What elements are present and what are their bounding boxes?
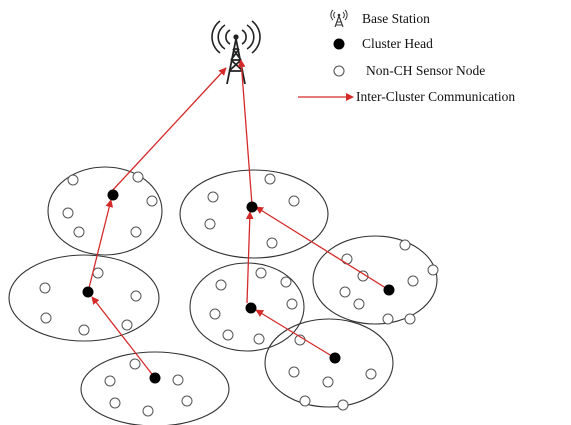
inter-cluster-link	[245, 211, 254, 304]
inter-cluster-legend-arrow-icon	[296, 87, 356, 107]
cluster-head	[149, 372, 161, 384]
cluster-boundary	[312, 235, 438, 325]
inter-cluster-link	[91, 296, 156, 379]
non-ch-sensor-node	[172, 374, 184, 386]
non-ch-sensor-node	[407, 275, 419, 287]
cluster-head	[383, 284, 395, 296]
cluster-boundary	[80, 351, 230, 425]
non-ch-sensor-node	[109, 397, 121, 409]
non-ch-sensor-node	[322, 376, 334, 388]
cluster-boundary	[264, 318, 394, 408]
legend-row-non-ch-node: Non-CH Sensor Node	[326, 58, 566, 83]
non-ch-node-legend-icon	[329, 61, 349, 81]
non-ch-sensor-node	[130, 226, 142, 238]
non-ch-sensor-node	[132, 171, 144, 183]
non-ch-sensor-node	[288, 366, 300, 378]
non-ch-sensor-node	[142, 405, 154, 417]
non-ch-sensor-node	[427, 264, 439, 276]
non-ch-sensor-node	[130, 290, 142, 302]
non-ch-sensor-node	[382, 313, 394, 325]
non-ch-sensor-node	[341, 253, 353, 265]
legend-cluster-head-label: Cluster Head	[362, 35, 433, 51]
non-ch-sensor-node	[299, 395, 311, 407]
cluster-boundary	[179, 169, 329, 259]
non-ch-sensor-node	[204, 218, 216, 230]
cluster	[264, 318, 394, 411]
non-ch-sensor-node	[209, 308, 221, 320]
non-ch-sensor-node	[129, 358, 141, 370]
non-ch-sensor-node	[353, 298, 365, 310]
non-ch-sensor-node	[404, 313, 416, 325]
cluster-head	[329, 352, 341, 364]
non-ch-sensor-node	[399, 239, 411, 251]
base-station-legend-icon	[329, 7, 349, 29]
legend-row-base-station: Base Station	[326, 6, 566, 31]
cluster-head	[246, 201, 258, 213]
inter-cluster-link	[110, 67, 227, 193]
cluster-head-legend-icon	[329, 34, 349, 54]
non-ch-sensor-node	[207, 191, 219, 203]
inter-cluster-link	[255, 206, 390, 291]
cluster-head	[107, 189, 119, 201]
legend-inter-cluster-label: Inter-Cluster Communication	[356, 88, 516, 104]
non-ch-sensor-node	[39, 282, 51, 294]
cluster-boundary	[47, 166, 163, 256]
non-ch-sensor-node	[365, 368, 377, 380]
non-ch-sensor-node	[67, 174, 79, 186]
legend-row-cluster-head: Cluster Head	[326, 31, 566, 56]
non-ch-sensor-node	[280, 276, 292, 288]
non-ch-sensor-node	[104, 375, 116, 387]
non-ch-sensor-node	[288, 195, 300, 207]
non-ch-sensor-node	[286, 298, 298, 310]
inter-cluster-link	[87, 199, 114, 293]
non-ch-sensor-node	[337, 399, 349, 411]
legend-non-ch-node-label: Non-CH Sensor Node	[366, 62, 486, 78]
cluster	[8, 254, 160, 342]
non-ch-sensor-node	[266, 237, 278, 249]
cluster	[312, 235, 439, 325]
non-ch-sensor-node	[78, 324, 90, 336]
non-ch-sensor-node	[181, 395, 193, 407]
non-ch-sensor-node	[92, 267, 104, 279]
non-ch-sensor-node	[215, 279, 227, 291]
cluster	[47, 166, 163, 256]
cluster	[179, 169, 329, 259]
base-station-tower-icon	[211, 20, 261, 85]
non-ch-sensor-node	[253, 333, 265, 345]
cluster-boundary	[189, 262, 305, 352]
non-ch-sensor-node	[146, 195, 158, 207]
non-ch-sensor-node	[357, 270, 369, 282]
cluster-head	[82, 286, 94, 298]
cluster	[80, 351, 230, 425]
non-ch-sensor-node	[40, 312, 52, 324]
cluster-boundary	[8, 254, 160, 342]
legend-row-inter-cluster: Inter-Cluster Communication	[298, 84, 566, 109]
non-ch-sensor-node	[339, 286, 351, 298]
cluster	[189, 262, 305, 352]
non-ch-sensor-node	[73, 226, 85, 238]
non-ch-sensor-node	[121, 319, 133, 331]
non-ch-sensor-node	[264, 173, 276, 185]
non-ch-sensor-node	[222, 329, 234, 341]
non-ch-sensor-node	[62, 207, 74, 219]
inter-cluster-link	[255, 309, 336, 359]
cluster-head	[245, 302, 257, 314]
non-ch-sensor-node	[255, 267, 267, 279]
legend-base-station-label: Base Station	[362, 10, 430, 26]
inter-cluster-link	[237, 59, 253, 206]
